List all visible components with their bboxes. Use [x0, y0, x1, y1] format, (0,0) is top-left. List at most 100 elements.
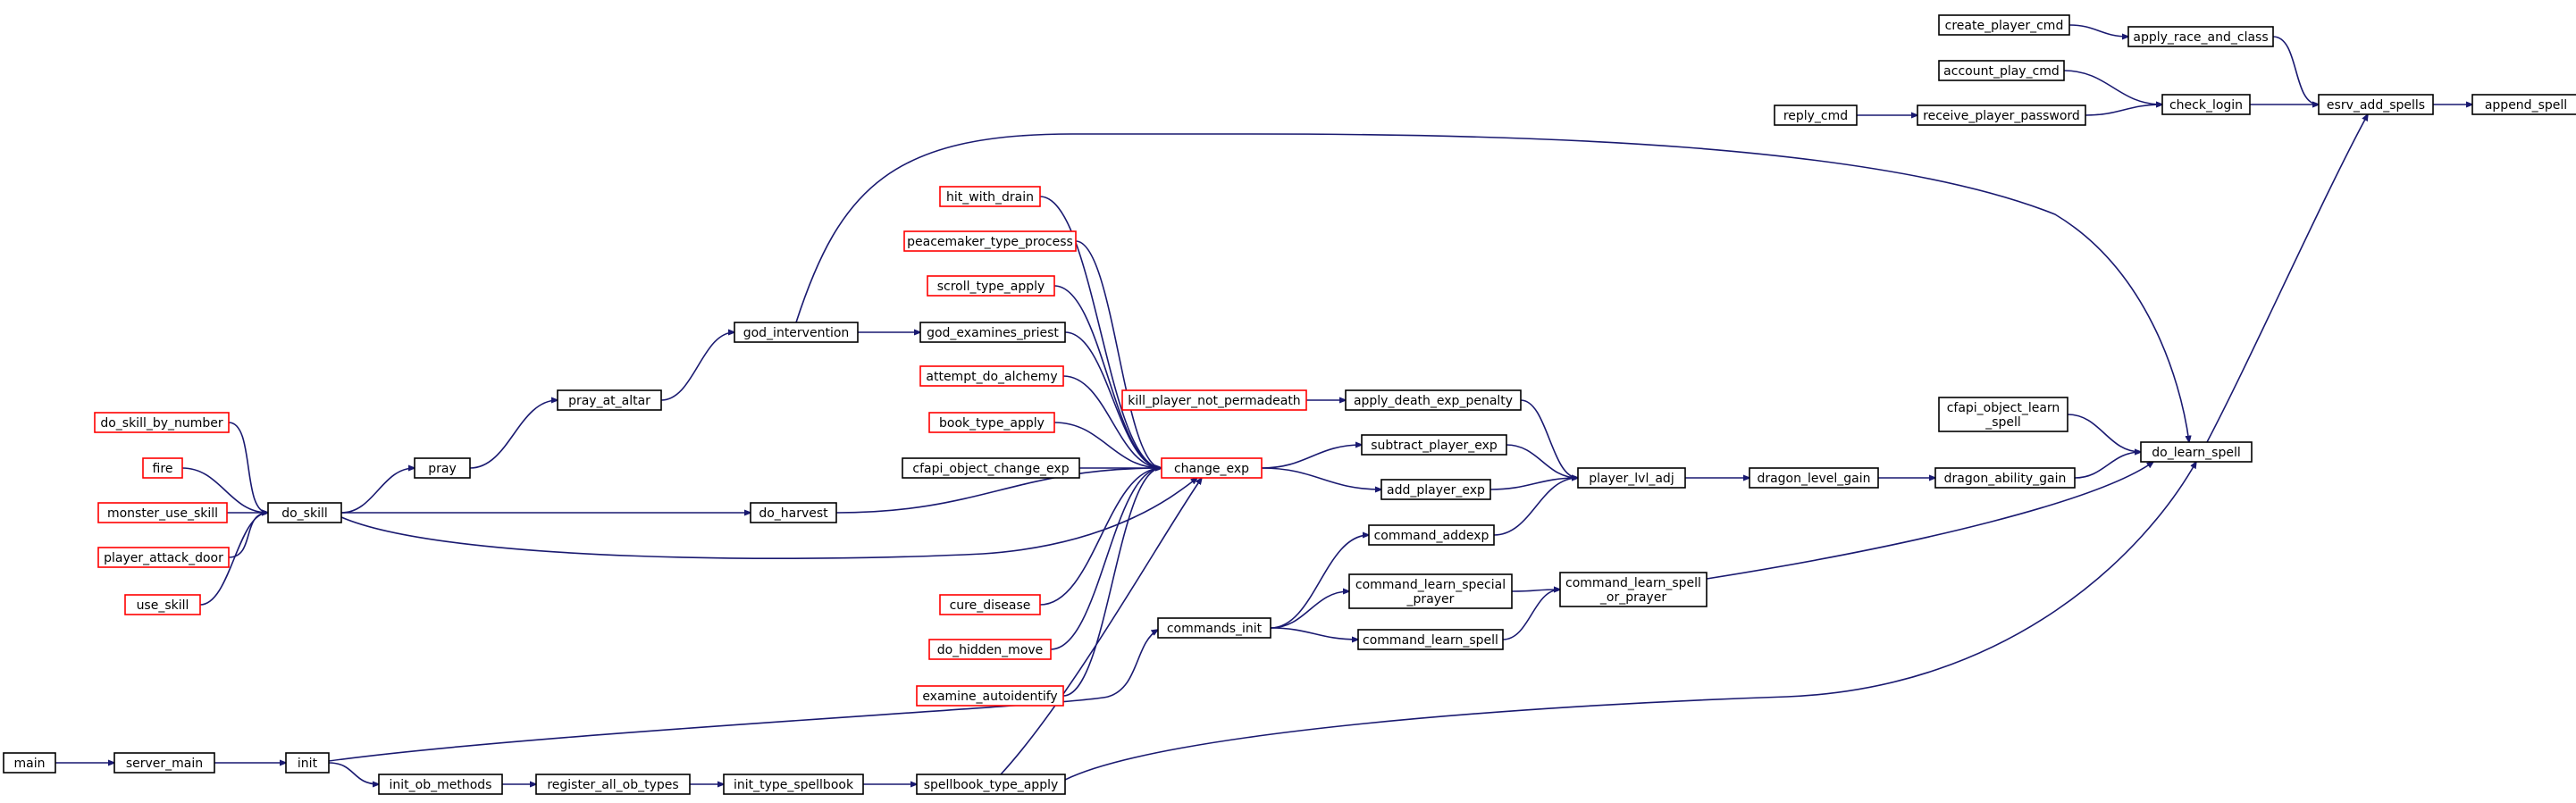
edge-dragon_ability_gain-to-do_learn_spell: [2074, 452, 2141, 479]
node-command-addexp[interactable]: command_addexp: [1368, 524, 1495, 546]
node-do-harvest[interactable]: do_harvest: [750, 502, 837, 523]
node-reply-cmd[interactable]: reply_cmd: [1774, 105, 1858, 126]
node-create-player-cmd[interactable]: create_player_cmd: [1938, 14, 2070, 36]
node-command-learn-spell[interactable]: command_learn_spell: [1357, 629, 1504, 650]
node-label: peacemaker_type_process: [907, 235, 1073, 249]
edge-add_player_exp-to-player_lvl_adj: [1489, 478, 1578, 490]
node-box: [267, 502, 342, 523]
node-box: [285, 752, 330, 774]
node-fire[interactable]: fire: [142, 457, 183, 479]
node-scroll-type-apply[interactable]: scroll_type_apply: [927, 275, 1055, 297]
node-account-play-cmd[interactable]: account_play_cmd: [1938, 60, 2065, 81]
node-do-hidden-move[interactable]: do_hidden_move: [928, 639, 1052, 660]
node-command-learn-spell-or-prayer[interactable]: command_learn_spell_or_prayer: [1559, 572, 1708, 607]
node-box: [2471, 94, 2576, 115]
node-box: [1934, 467, 2076, 489]
node-box: [94, 412, 230, 433]
node-examine-autoidentify[interactable]: examine_autoidentify: [916, 685, 1064, 707]
node-use-skill[interactable]: use_skill: [124, 594, 201, 615]
node-commands-init[interactable]: commands_init: [1157, 617, 1271, 639]
node-peacemaker-type-process[interactable]: peacemaker_type_process: [903, 230, 1077, 252]
node-dragon-ability-gain[interactable]: dragon_ability_gain: [1934, 467, 2076, 489]
edge-do_skill_by_number-to-do_skill: [228, 422, 268, 513]
node-label: check_login: [2169, 98, 2243, 113]
edge-pray_at_altar-to-god_intervention: [660, 332, 734, 401]
node-do-skill-by-number[interactable]: do_skill_by_number: [94, 412, 230, 433]
node-init-type-spellbook[interactable]: init_type_spellbook: [723, 774, 864, 795]
node-label: _spell: [1984, 415, 2021, 430]
node-command-learn-special-prayer[interactable]: command_learn_special_prayer: [1348, 573, 1513, 609]
node-box: [928, 412, 1055, 433]
node-cure-disease[interactable]: cure_disease: [939, 594, 1041, 615]
edge-subtract_player_exp-to-player_lvl_adj: [1506, 444, 1578, 478]
node-label: dragon_ability_gain: [1944, 472, 2067, 486]
node-subtract-player-exp[interactable]: subtract_player_exp: [1361, 434, 1507, 456]
node-kill-player-not-permadeath[interactable]: kill_player_not_permadeath: [1121, 389, 1307, 411]
node-change-exp[interactable]: change_exp: [1161, 457, 1263, 479]
node-apply-race-and-class[interactable]: apply_race_and_class: [2127, 26, 2274, 47]
node-label: _or_prayer: [1599, 590, 1666, 605]
node-spellbook-type-apply[interactable]: spellbook_type_apply: [916, 774, 1066, 795]
node-box: [1577, 467, 1686, 489]
node-label: command_learn_special: [1355, 578, 1506, 592]
edge-receive_player_password-to-check_login: [2085, 105, 2162, 116]
node-god-examines-priest[interactable]: god_examines_priest: [919, 322, 1066, 343]
edge-do_skill-to-pray: [340, 468, 415, 514]
node-label: command_learn_spell: [1363, 633, 1498, 648]
node-label: cure_disease: [950, 598, 1031, 613]
node-label: dragon_level_gain: [1757, 472, 1870, 486]
edge-pray-to-pray_at_altar: [469, 400, 558, 469]
node-box: [1380, 479, 1491, 500]
node-label: receive_player_password: [1923, 109, 2080, 123]
node-hit-with-drain[interactable]: hit_with_drain: [939, 186, 1041, 207]
node-label: player_lvl_adj: [1589, 472, 1674, 486]
edge-change_exp-to-add_player_exp: [1261, 467, 1381, 489]
node-god-intervention[interactable]: god_intervention: [734, 322, 859, 343]
node-init[interactable]: init: [285, 752, 330, 774]
node-label: create_player_cmd: [1945, 19, 2064, 33]
node-label: examine_autoidentify: [922, 690, 1057, 704]
node-book-type-apply[interactable]: book_type_apply: [928, 412, 1055, 433]
node-pray-at-altar[interactable]: pray_at_altar: [557, 389, 662, 411]
node-box: [902, 457, 1080, 479]
node-label: cfapi_object_learn: [1947, 401, 2060, 415]
node-box: [3, 752, 56, 774]
node-box: [1161, 457, 1263, 479]
node-add-player-exp[interactable]: add_player_exp: [1380, 479, 1491, 500]
node-label: scroll_type_apply: [937, 280, 1045, 294]
node-cfapi-object-learn-spell[interactable]: cfapi_object_learn_spell: [1938, 397, 2068, 432]
node-player-lvl-adj[interactable]: player_lvl_adj: [1577, 467, 1686, 489]
node-do-learn-spell[interactable]: do_learn_spell: [2140, 441, 2253, 463]
edge-command_learn_special_prayer-to-command_learn_spell_or_prayer: [1511, 590, 1560, 591]
edge-use_skill-to-do_skill: [199, 513, 268, 606]
node-register-all-ob-types[interactable]: register_all_ob_types: [535, 774, 691, 795]
node-label: server_main: [126, 757, 203, 771]
node-box: [1774, 105, 1858, 126]
node-apply-death-exp-penalty[interactable]: apply_death_exp_penalty: [1345, 389, 1522, 411]
node-box: [113, 752, 215, 774]
node-init-ob-methods[interactable]: init_ob_methods: [378, 774, 503, 795]
edge-account_play_cmd-to-check_login: [2063, 70, 2162, 105]
node-receive-player-password[interactable]: receive_player_password: [1917, 105, 2086, 126]
node-pray[interactable]: pray: [414, 457, 471, 479]
node-append-spell[interactable]: append_spell: [2471, 94, 2576, 115]
node-label: init: [298, 757, 318, 771]
edge-do_hidden_move-to-change_exp: [1050, 468, 1162, 650]
node-player-attack-door[interactable]: player_attack_door: [97, 547, 230, 568]
node-do-skill[interactable]: do_skill: [267, 502, 342, 523]
node-monster-use-skill[interactable]: monster_use_skill: [97, 502, 228, 523]
node-box: [378, 774, 503, 795]
node-server-main[interactable]: server_main: [113, 752, 215, 774]
node-check-login[interactable]: check_login: [2161, 94, 2251, 115]
edge-command_addexp-to-player_lvl_adj: [1493, 478, 1578, 536]
node-label: do_skill_by_number: [100, 416, 223, 431]
node-esrv-add-spells[interactable]: esrv_add_spells: [2318, 94, 2434, 115]
node-attempt-do-alchemy[interactable]: attempt_do_alchemy: [919, 365, 1064, 387]
node-label: append_spell: [2485, 98, 2567, 113]
node-dragon-level-gain[interactable]: dragon_level_gain: [1749, 467, 1879, 489]
node-main[interactable]: main: [3, 752, 56, 774]
node-box: [1348, 573, 1513, 609]
node-cfapi-object-change-exp[interactable]: cfapi_object_change_exp: [902, 457, 1080, 479]
node-box: [1361, 434, 1507, 456]
node-label: account_play_cmd: [1943, 64, 2060, 79]
